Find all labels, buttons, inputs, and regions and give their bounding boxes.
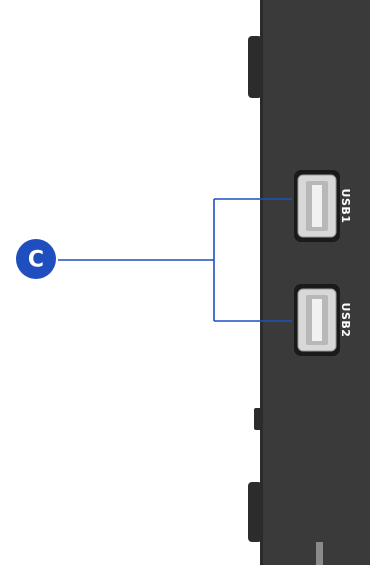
side-protrusion-bottom xyxy=(248,482,262,542)
device-body-edge xyxy=(260,0,263,565)
usb-port-2-tongue xyxy=(312,299,322,341)
callout-badge: C xyxy=(16,239,56,279)
usb-port-2: USB2 xyxy=(294,284,352,356)
side-notch-mid xyxy=(254,408,262,430)
callout-letter: C xyxy=(28,248,44,273)
callout-circle xyxy=(16,239,56,279)
callout-leader-lines xyxy=(58,198,292,322)
usb-port-1-tongue xyxy=(312,185,322,227)
bottom-slot xyxy=(316,542,323,565)
usb-port-1-label: USB1 xyxy=(339,189,352,224)
device-body xyxy=(260,0,370,565)
side-protrusion-top xyxy=(248,36,262,98)
device-side-panel xyxy=(248,0,370,565)
usb-port-2-label: USB2 xyxy=(339,303,352,338)
usb-port-1: USB1 xyxy=(294,170,352,242)
